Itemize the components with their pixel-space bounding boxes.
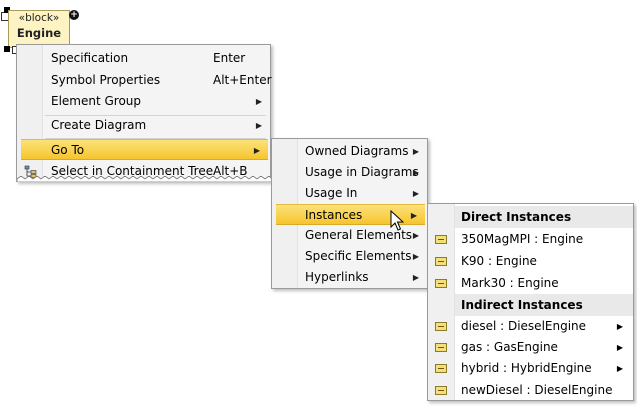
block-name: Engine [16,26,62,40]
instance-specification-icon [435,257,447,266]
menu-item-specification[interactable]: Specification Enter [17,48,270,69]
submenu-arrow-icon: ▶ [412,147,419,156]
instance-specification-icon [435,364,447,373]
menu-item-label: Create Diagram [51,118,147,132]
instance-label: K90 : Engine [461,254,537,268]
instance-specification-icon [435,343,447,352]
submenu-arrow-icon: ▶ [616,322,623,331]
menu-item-label: Specification [51,51,129,65]
menu-item-shortcut: Alt+B [213,164,248,178]
mouse-pointer-icon [390,210,404,231]
menu-item-create-diagram[interactable]: Create Diagram ▶ [17,115,270,136]
instance-label: 350MagMPI : Engine [461,232,584,246]
selection-handle-bottom-left[interactable] [4,46,10,52]
submenu-arrow-icon: ▶ [616,343,623,352]
instance-label: newDiesel : DieselEngine [461,383,613,397]
submenu-arrow-icon: ▶ [412,231,419,240]
containment-tree-icon [24,165,37,178]
selection-handle-top-left[interactable] [4,7,10,13]
menu-item-general-elements[interactable]: General Elements ▶ [272,225,427,246]
menu-item-label: Select in Containment Tree [51,164,214,178]
instance-specification-icon [435,386,447,395]
instance-label: Mark30 : Engine [461,276,559,290]
submenu-arrow-icon: ▶ [412,168,419,177]
submenu-arrow-icon: ▶ [412,189,419,198]
menu-item-label: Instances [305,208,363,222]
menu-separator [45,115,266,116]
menu-item-label: Usage In [305,186,358,200]
menu-item-owned-diagrams[interactable]: Owned Diagrams ▶ [272,141,427,162]
instance-label: hybrid : HybridEngine [461,361,592,375]
menu-item-shortcut: Enter [213,51,246,65]
menu-item-select-in-containment-tree[interactable]: Select in Containment Tree Alt+B [17,161,270,182]
menu-item-hyperlinks[interactable]: Hyperlinks ▶ [272,267,427,288]
submenu-arrow-icon: ▶ [616,364,623,373]
menu-item-label: General Elements [305,228,413,242]
menu-item-symbol-properties[interactable]: Symbol Properties Alt+Enter [17,70,272,91]
menu-item-label: Symbol Properties [51,73,161,87]
submenu-arrow-icon: ▶ [253,146,260,155]
instances-submenu: Direct Instances 350MagMPI : Engine K90 … [427,203,634,401]
context-menu: Specification Enter Symbol Properties Al… [16,44,272,182]
instance-specification-icon [435,322,447,331]
indirect-instances-header: Indirect Instances [455,294,633,316]
block-stereotype: «block» [18,12,60,24]
instance-item[interactable]: 350MagMPI : Engine [428,229,633,250]
go-to-submenu: Owned Diagrams ▶ Usage in Diagrams ▶ Usa… [271,138,428,289]
menu-item-specific-elements[interactable]: Specific Elements ▶ [272,246,427,267]
menu-torn-edge [17,176,272,182]
direct-instances-header: Direct Instances [455,206,633,228]
menu-item-instances[interactable]: Instances ▶ [276,204,425,225]
menu-item-element-group[interactable]: Element Group ▶ [17,91,270,112]
submenu-arrow-icon: ▶ [412,252,419,261]
engine-block[interactable]: «block» Engine [8,10,70,48]
instance-item[interactable]: newDiesel : DieselEngine [428,380,633,401]
instance-item[interactable]: hybrid : HybridEngine ▶ [428,358,633,379]
instance-specification-icon [435,235,447,244]
menu-item-label: Hyperlinks [305,270,369,284]
submenu-arrow-icon: ▶ [255,121,262,130]
menu-item-usage-in[interactable]: Usage In ▶ [272,183,427,204]
menu-item-label: Specific Elements [305,249,412,263]
instance-specification-icon [435,279,447,288]
instance-item[interactable]: K90 : Engine [428,251,633,272]
menu-separator [45,138,266,139]
instance-item[interactable]: diesel : DieselEngine ▶ [428,316,633,337]
menu-item-label: Owned Diagrams [305,144,409,158]
instance-item[interactable]: Mark30 : Engine [428,273,633,294]
add-plus-icon[interactable]: + [69,10,79,20]
instance-item[interactable]: gas : GasEngine ▶ [428,337,633,358]
menu-item-go-to[interactable]: Go To ▶ [21,139,268,160]
menu-item-shortcut: Alt+Enter [213,73,272,87]
menu-item-label: Go To [51,143,85,157]
menu-item-label: Usage in Diagrams [305,165,419,179]
submenu-arrow-icon: ▶ [255,97,262,106]
instance-label: diesel : DieselEngine [461,319,587,333]
menu-item-usage-in-diagrams[interactable]: Usage in Diagrams ▶ [272,162,427,183]
submenu-arrow-icon: ▶ [412,273,419,282]
instance-label: gas : GasEngine [461,340,558,354]
submenu-arrow-icon: ▶ [410,211,417,220]
menu-item-label: Element Group [51,94,142,108]
